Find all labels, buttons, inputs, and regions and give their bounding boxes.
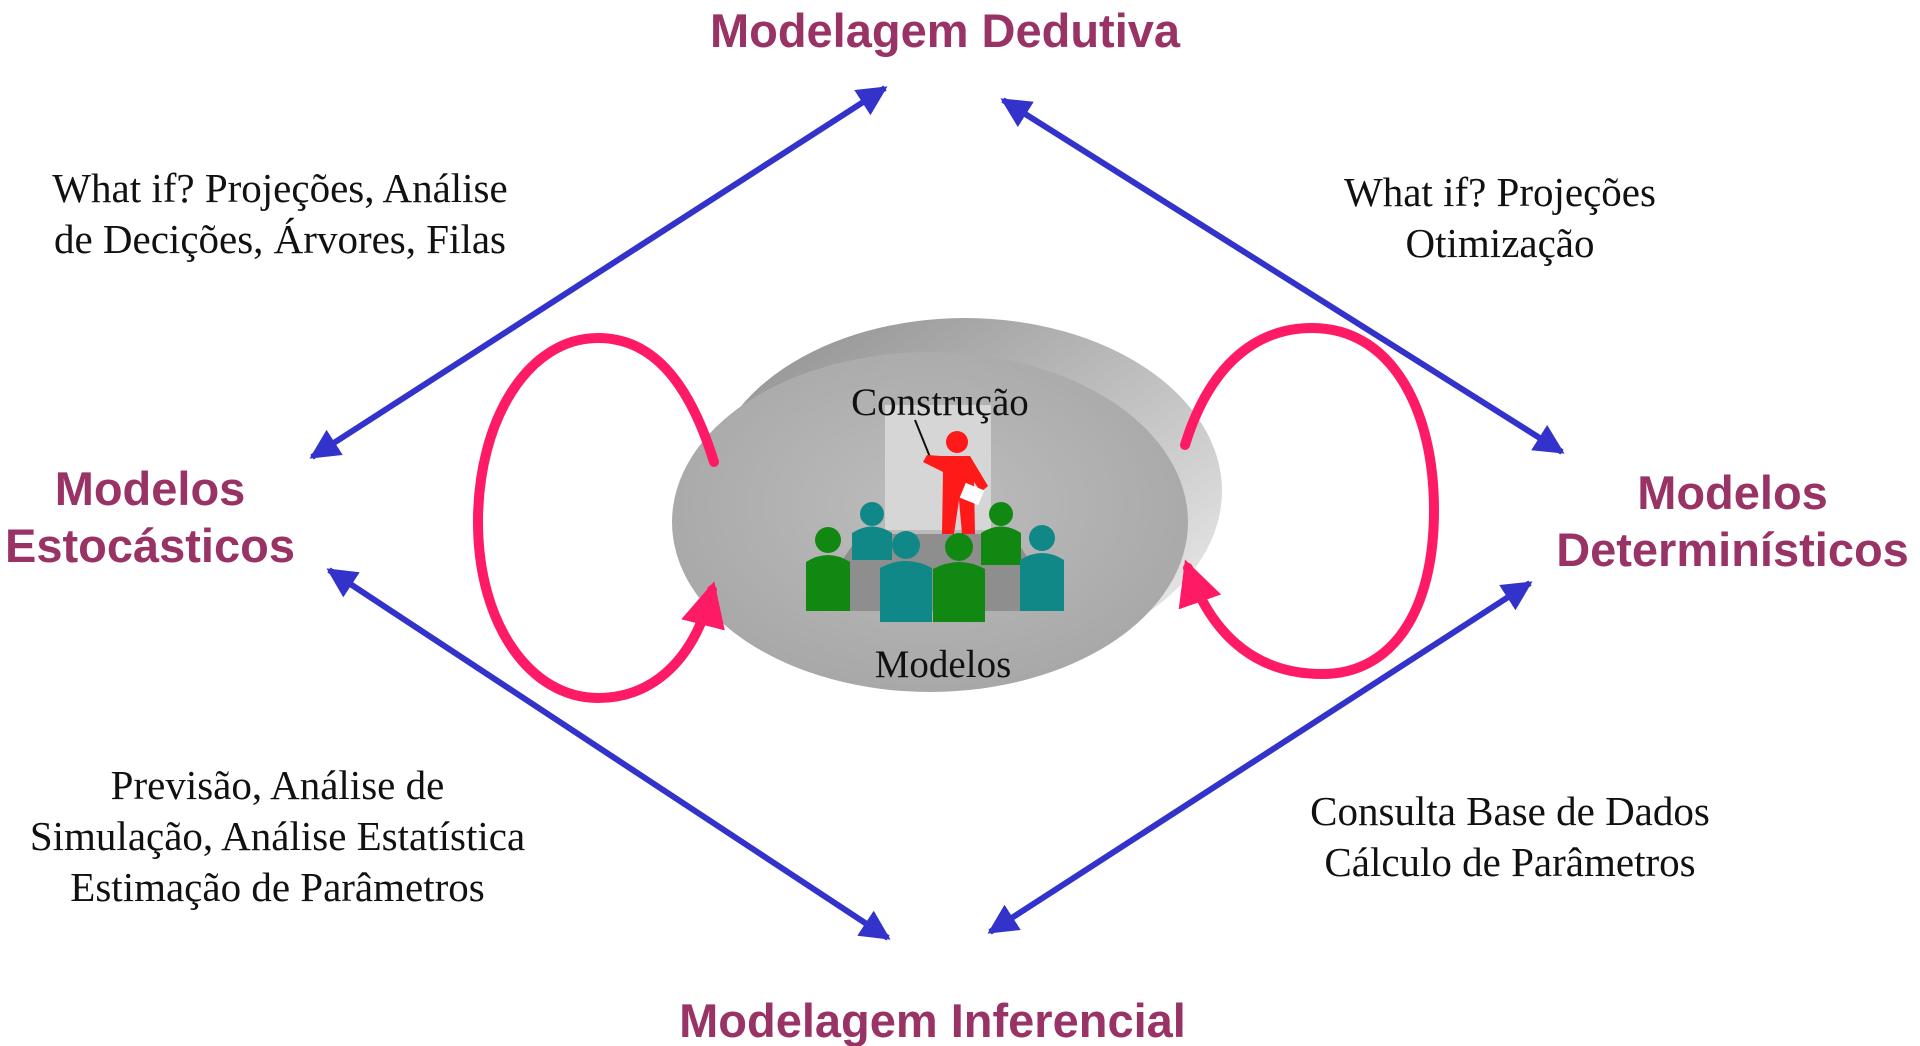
node-top-title: Modelagem Dedutiva [709, 4, 1181, 57]
edge-caption-top-left: What if? Projeções, Análise de Decições,… [20, 163, 540, 265]
edge-caption-bottom-left: Previsão, Análise de Simulação, Análise … [5, 760, 550, 913]
node-bottom-title: Modelagem Inferencial [679, 994, 1186, 1046]
edge-caption-bottom-right-line2: Cálculo de Parâmetros [1324, 839, 1696, 885]
edge-caption-top-left-line2: de Decições, Árvores, Filas [53, 216, 506, 262]
node-right-title: Modelos Determinísticos [1555, 464, 1910, 578]
node-right-line1: Modelos [1637, 466, 1828, 519]
audience-figure-4 [933, 533, 985, 622]
center-bottom-label: Modelos [874, 643, 1012, 686]
edge-caption-top-right-line1: What if? Projeções [1344, 169, 1656, 215]
edge-caption-top-left-line1: What if? Projeções, Análise [52, 165, 508, 211]
edge-caption-top-right-line2: Otimização [1405, 220, 1595, 266]
node-right-line2: Determinísticos [1556, 523, 1909, 576]
node-left-line2: Estocásticos [5, 519, 295, 572]
right-loop-arrow [1178, 322, 1440, 680]
edge-caption-bottom-right: Consulta Base de Dados Cálculo de Parâme… [1270, 786, 1750, 888]
edge-caption-bottom-right-line1: Consulta Base de Dados [1310, 788, 1710, 834]
center-top-label: Construção [851, 381, 1029, 424]
edge-caption-bottom-left-line1: Previsão, Análise de [110, 762, 445, 808]
audience-figure-3 [880, 531, 932, 622]
audience-figure-6 [1020, 525, 1064, 611]
arrow-top-left [309, 85, 888, 460]
arrow-bottom-right [987, 580, 1533, 935]
audience-figure-1 [806, 527, 850, 611]
audience-figure-2 [852, 502, 892, 560]
meeting-presentation-icon [806, 405, 1064, 622]
arrow-bottom-left [326, 567, 891, 941]
audience-figure-5 [981, 502, 1021, 565]
presenter-figure [923, 431, 988, 534]
edge-caption-bottom-left-line3: Estimação de Parâmetros [70, 864, 485, 910]
node-left-line1: Modelos [54, 462, 246, 515]
left-loop-arrow [472, 332, 725, 704]
node-left-title: Modelos Estocásticos [0, 460, 300, 574]
arrow-top-right [1000, 97, 1565, 455]
edge-caption-top-right: What if? Projeções Otimização [1290, 167, 1710, 269]
edge-caption-bottom-left-line2: Simulação, Análise Estatística [29, 813, 526, 859]
